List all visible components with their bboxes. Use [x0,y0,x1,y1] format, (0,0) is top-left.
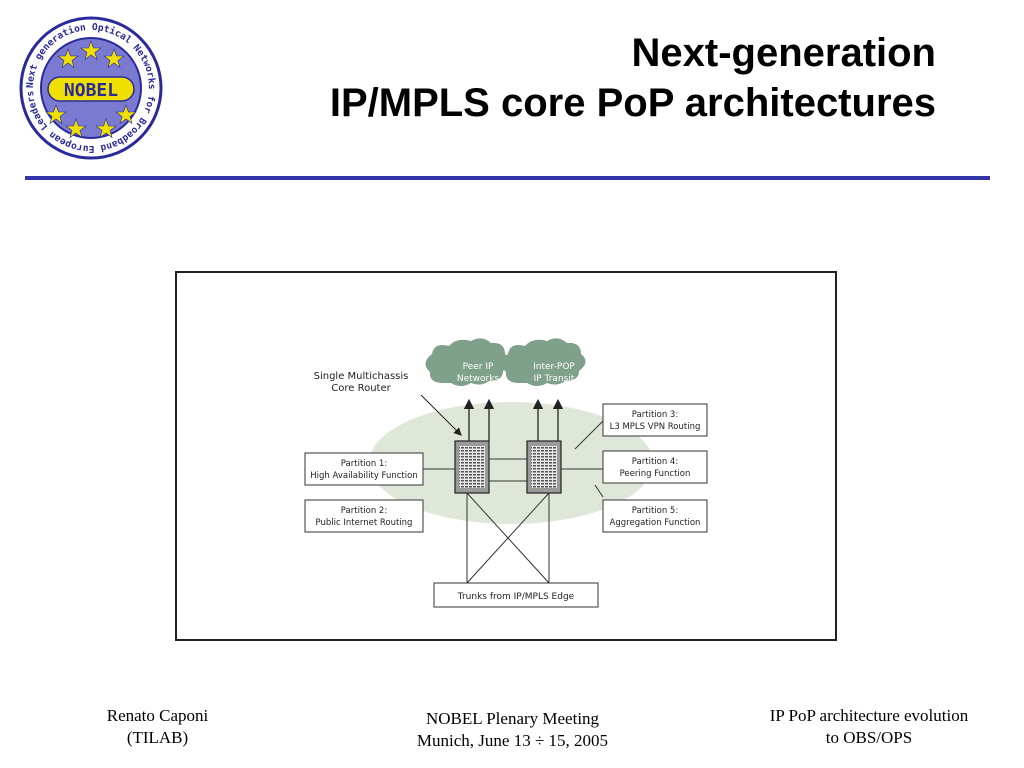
partition-2-line-1: Partition 2: [341,506,387,516]
footer-event-name: NOBEL Plenary Meeting [425,709,600,728]
router-pointer [420,394,462,436]
footer-topic: IP PoP architecture evolution to OBS/OPS [745,705,993,749]
partition-3-line-1: Partition 3: [632,410,678,420]
partition-1-box: Partition 1: High Availability Function [304,452,424,486]
nobel-logo: Next generation Optical Networks for Bro… [18,15,163,160]
router-chassis-2 [526,440,562,494]
cloud-2-line-2: IP Transit [534,374,575,384]
router-label-line-2: Core Router [331,383,391,394]
uplink-arrows [463,398,564,441]
title-line-1: Next-generation [631,31,937,75]
title-divider [25,176,990,180]
architecture-diagram: Peer IP Networks Inter-POP IP Transit Si… [175,271,837,641]
router-chassis-1 [454,440,490,494]
cloud-inter-pop-ip-transit: Inter-POP IP Transit [501,338,586,386]
partition-3-line-2: L3 MPLS VPN Routing [610,422,701,432]
partition-1-line-1: Partition 1: [341,459,387,469]
star-icons [45,40,137,139]
footer-author-org: (TILAB) [126,728,189,747]
logo-center-text: NOBEL [64,80,118,101]
footer-topic-line-2: to OBS/OPS [825,728,913,747]
partition-2-box: Partition 2: Public Internet Routing [304,499,424,533]
router-ellipse [369,402,653,524]
partition-4-line-1: Partition 4: [632,457,678,467]
partition-5-box: Partition 5: Aggregation Function [602,499,708,533]
connector-lines [423,420,604,584]
partition-5-line-1: Partition 5: [632,506,678,516]
partition-5-line-2: Aggregation Function [610,518,701,528]
footer-author-name: Renato Caponi [106,706,209,725]
footer-event: NOBEL Plenary Meeting Munich, June 13 ÷ … [380,708,645,752]
trunks-box: Trunks from IP/MPLS Edge [433,582,599,608]
footer-topic-line-1: IP PoP architecture evolution [769,706,969,725]
footer-event-date: Munich, June 13 ÷ 15, 2005 [416,731,609,750]
partition-4-line-2: Peering Function [620,469,691,479]
partition-1-line-2: High Availability Function [310,471,417,481]
cloud-2-line-1: Inter-POP [533,362,575,372]
cloud-peer-ip-networks: Peer IP Networks [425,338,510,386]
trunks-label: Trunks from IP/MPLS Edge [457,592,575,602]
partition-2-line-2: Public Internet Routing [316,518,413,528]
cloud-1-line-1: Peer IP [463,362,494,372]
footer-author: Renato Caponi (TILAB) [70,705,245,749]
title-line-2: IP/MPLS core PoP architectures [329,81,936,125]
page-title: Next-generation IP/MPLS core PoP archite… [330,28,936,128]
partition-4-box: Partition 4: Peering Function [602,450,708,484]
router-label-line-1: Single Multichassis [314,371,409,382]
partition-3-box: Partition 3: L3 MPLS VPN Routing [602,403,708,437]
cloud-1-line-2: Networks [457,374,500,384]
